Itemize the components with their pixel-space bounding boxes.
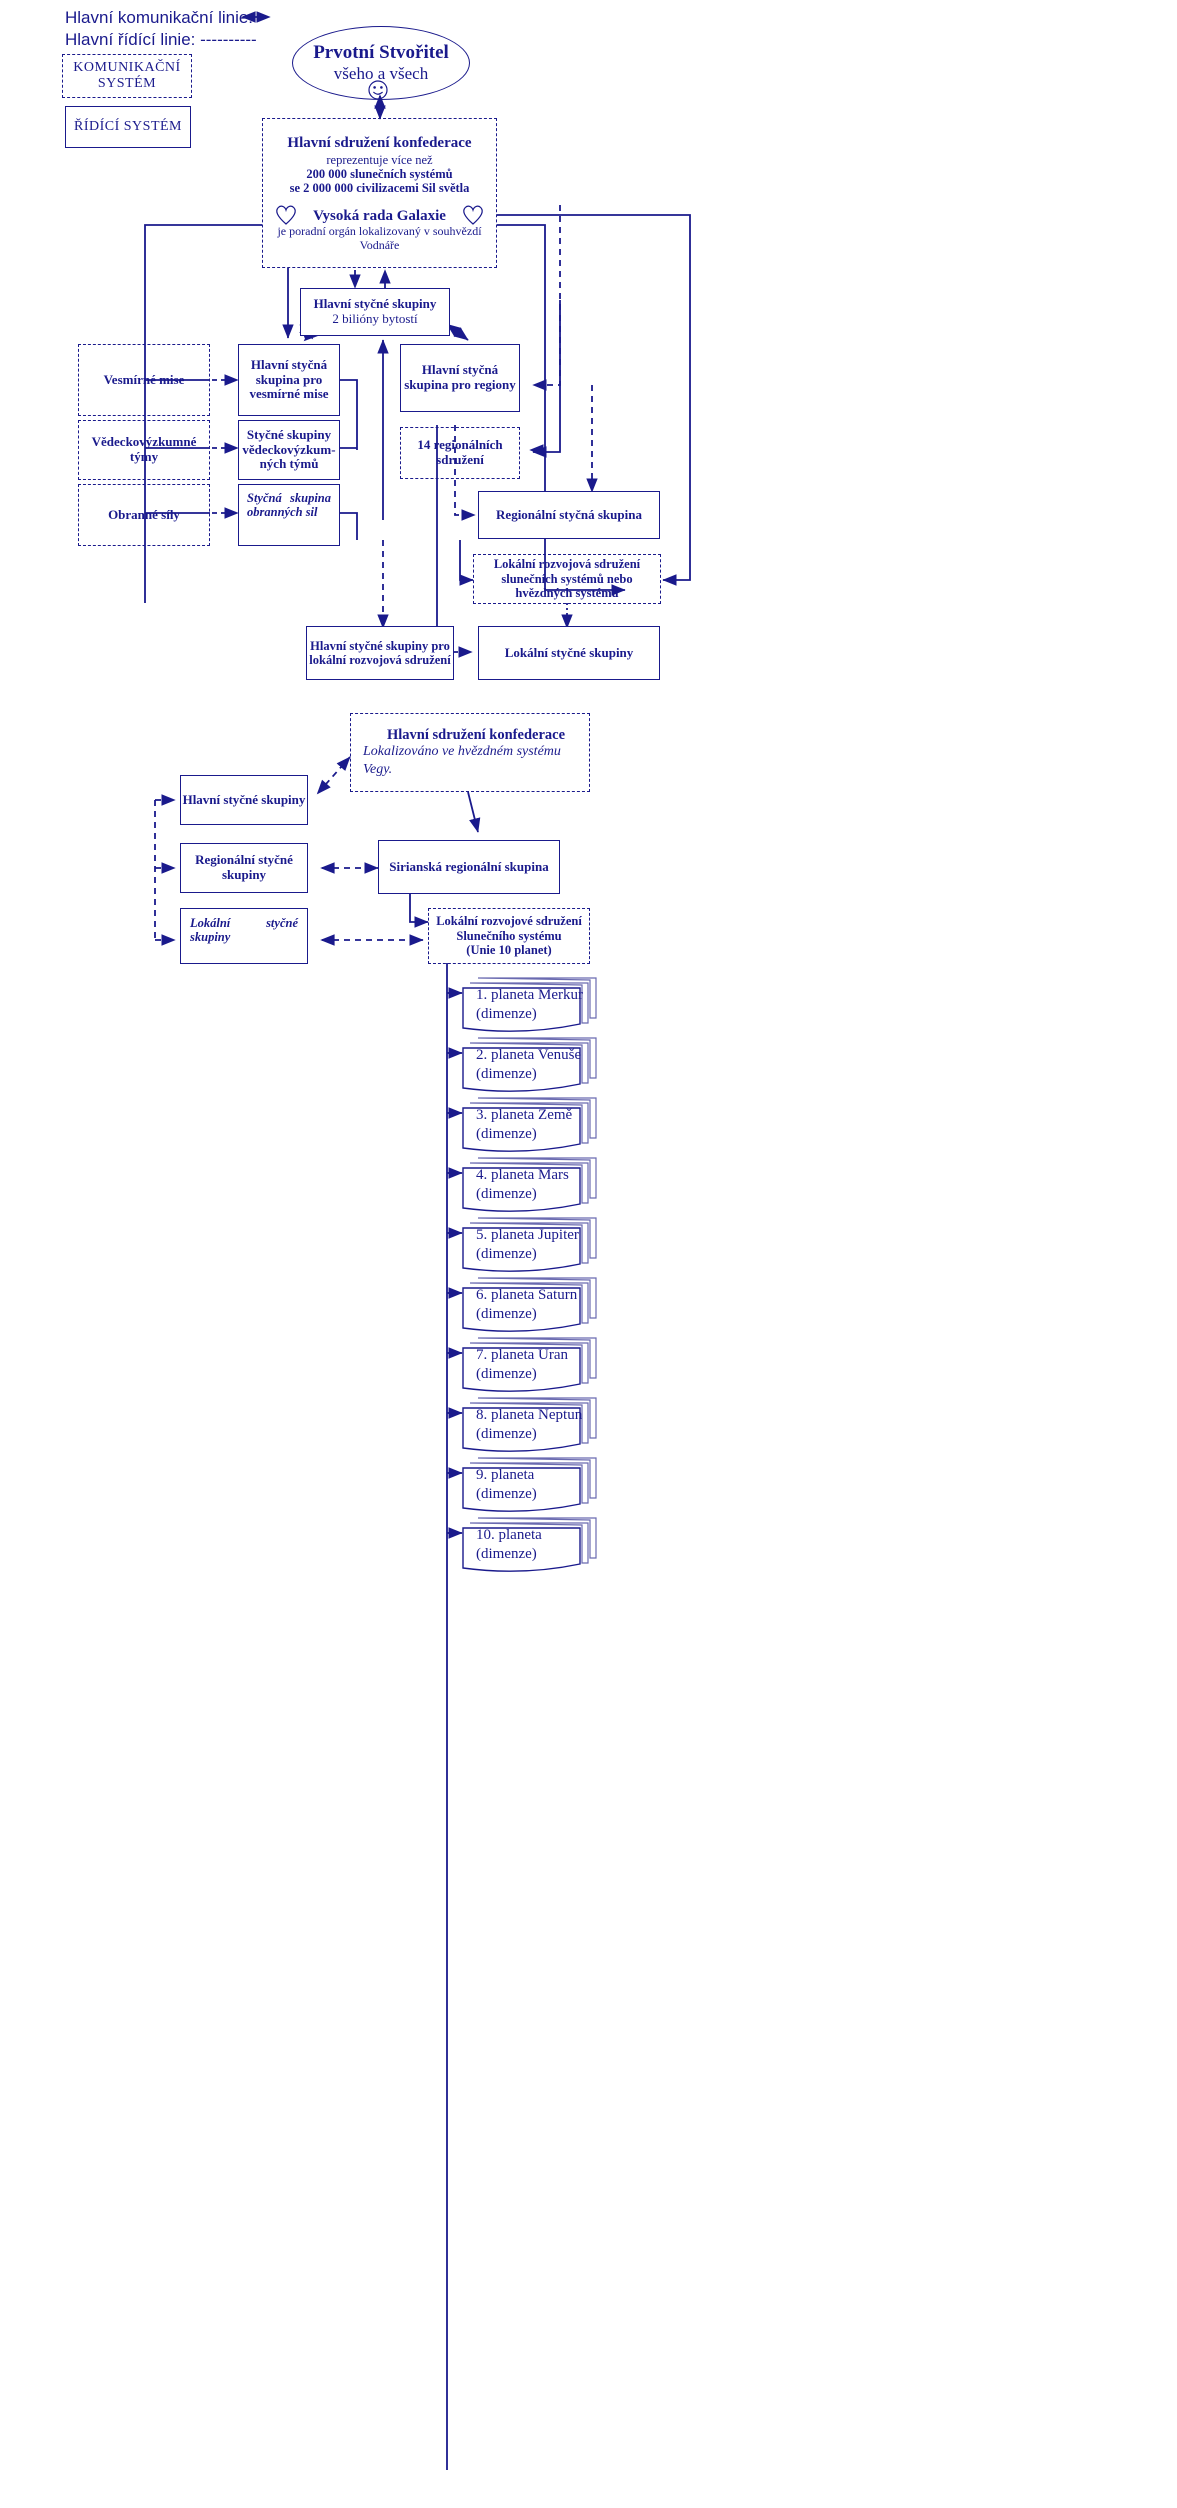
planet-card[interactable]: 3. planeta Země (dimenze) [462, 1094, 600, 1158]
defense-forces-box: Obranné síly [78, 484, 210, 546]
defense-forces-label: Obranné síly [108, 506, 180, 522]
legend-comm-label: Hlavní komunikační linie: [65, 8, 254, 27]
heart-icon-right [463, 205, 483, 225]
planet-card[interactable]: 5. planeta Jupiter (dimenze) [462, 1214, 600, 1278]
solar-system-association-box: Lokální rozvojové sdružení Slunečního sy… [428, 908, 590, 964]
local-liaison-groups-label: Lokální styčné skupiny [504, 644, 634, 660]
planet-card[interactable]: 6. planeta Saturn (dimenze) [462, 1274, 600, 1338]
section2-regional-liaison-label: Regionální styčné skupiny [195, 852, 293, 882]
sirian-regional-group-label: Sirianská regionální skupina [389, 858, 549, 874]
planet-dimension: (dimenze) [476, 1005, 537, 1022]
confederation-line1: reprezentuje více než [326, 152, 433, 167]
main-liaison-groups-box: Hlavní styčné skupiny 2 bilióny bytostí [300, 288, 450, 336]
regional-associations-box: 14 regionálních sdružení [400, 427, 520, 479]
planet-dimension: (dimenze) [476, 1065, 537, 1082]
heart-icon-left [276, 205, 296, 225]
legend-ctrl-line: Hlavní řídící linie: ---------- [65, 30, 257, 50]
space-missions-label: Vesmírné mise [103, 371, 185, 387]
primary-creator-ellipse: Prvotní Stvořitel všeho a všech [292, 26, 470, 100]
solar-assoc-line2: Slunečního systému [456, 928, 562, 943]
legend-comm-line: Hlavní komunikační linie: [65, 8, 253, 28]
planet-name: 7. planeta Uran [476, 1347, 569, 1363]
regional-associations-label: 14 regionálních sdružení [417, 437, 503, 467]
planet-dimension: (dimenze) [476, 1305, 537, 1322]
planet-name: 1. planeta Merkur [476, 987, 584, 1003]
liaison-defense-word2: skupina [290, 491, 331, 505]
liaison-research-teams-label: Styčné skupiny vědeckovýzkum-ných týmů [242, 426, 336, 472]
planet-card[interactable]: 4. planeta Mars (dimenze) [462, 1154, 600, 1218]
primary-creator-title: Prvotní Stvořitel [313, 42, 449, 63]
liaison-space-missions-label: Hlavní styčná skupina pro vesmírné mise [249, 356, 329, 402]
planet-dimension: (dimenze) [476, 1365, 537, 1382]
confederation-title: Hlavní sdružení konfederace [287, 135, 472, 152]
planet-dimension: (dimenze) [476, 1425, 537, 1442]
planet-name: 10. planeta [476, 1527, 542, 1543]
planet-dimension: (dimenze) [476, 1245, 537, 1262]
liaison-defense-word1: Styčná [247, 491, 282, 505]
primary-creator-subtitle: všeho a všech [333, 64, 429, 83]
confederation2-title: Hlavní sdružení konfederace [386, 726, 566, 743]
council-line2: Vodnáře [359, 237, 400, 252]
planet-card[interactable]: 7. planeta Uran (dimenze) [462, 1334, 600, 1398]
solar-assoc-line3: (Unie 10 planet) [466, 943, 552, 958]
planet-name: 6. planeta Saturn [476, 1287, 578, 1303]
planet-name: 2. planeta Venuše [476, 1047, 582, 1063]
planet-name: 3. planeta Země [476, 1107, 573, 1123]
confederation2-box: Hlavní sdružení konfederace Lokalizováno… [350, 713, 590, 792]
confederation-line3: se 2 000 000 civilizacemi Sil světla [289, 181, 470, 196]
main-liaison-local-development-label: Hlavní styčné skupiny pro lokální rozvoj… [309, 638, 451, 667]
liaison-regions-label: Hlavní styčná skupina pro regiony [404, 362, 516, 392]
control-system-label: ŘÍDÍCÍ SYSTÉM [73, 119, 182, 134]
planet-name: 8. planeta Neptun [476, 1407, 583, 1423]
research-teams-box: Vědeckovýzkumné týmy [78, 420, 210, 480]
council-line1: je poradní orgán lokalizovaný v souhvězd… [277, 224, 482, 239]
planet-card[interactable]: 9. planeta (dimenze) [462, 1454, 600, 1518]
main-liaison-line1: Hlavní styčné skupiny [313, 296, 437, 312]
section2-local-liaison-box: Lokální styčné skupiny [180, 908, 308, 964]
planet-name: 5. planeta Jupiter [476, 1227, 579, 1243]
confederation-line2: 200 000 slunečních systémů [306, 167, 453, 182]
planet-card[interactable]: 10. planeta (dimenze) [462, 1514, 600, 1578]
confederation2-note: Lokalizováno ve hvězdném systému Vegy. [363, 744, 561, 777]
control-system-box: ŘÍDÍCÍ SYSTÉM [65, 106, 191, 148]
section2-local-liaison-word1: Lokální [190, 916, 231, 930]
council-title: Vysoká rada Galaxie [313, 207, 446, 224]
legend-ctrl-label: Hlavní řídící linie: ---------- [65, 30, 257, 49]
planet-card[interactable]: 8. planeta Neptun (dimenze) [462, 1394, 600, 1458]
space-missions-box: Vesmírné mise [78, 344, 210, 416]
research-teams-label: Vědeckovýzkumné týmy [91, 434, 197, 464]
liaison-defense-forces-box: Styčná skupina obranných sil [238, 484, 340, 546]
confederation-box: Hlavní sdružení konfederace reprezentuje… [262, 118, 497, 268]
planet-name: 4. planeta Mars [476, 1167, 569, 1183]
regional-liaison-group-box: Regionální styčná skupina [478, 491, 660, 539]
liaison-research-teams-box: Styčné skupiny vědeckovýzkum-ných týmů [238, 420, 340, 480]
liaison-space-missions-box: Hlavní styčná skupina pro vesmírné mise [238, 344, 340, 416]
planet-dimension: (dimenze) [476, 1185, 537, 1202]
communication-system-label: KOMUNIKAČNÍ SYSTÉM [73, 60, 181, 91]
liaison-defense-word3: obranných sil [247, 505, 318, 520]
planet-dimension: (dimenze) [476, 1485, 537, 1502]
local-development-associations-label: Lokální rozvojová sdružení slunečních sy… [493, 557, 641, 601]
section2-main-liaison-label: Hlavní styčné skupiny [182, 791, 306, 807]
section2-regional-liaison-box: Regionální styčné skupiny [180, 843, 308, 893]
local-liaison-groups-box: Lokální styčné skupiny [478, 626, 660, 680]
planet-card[interactable]: 1. planeta Merkur (dimenze) [462, 974, 600, 1038]
main-liaison-local-development-box: Hlavní styčné skupiny pro lokální rozvoj… [306, 626, 454, 680]
planet-dimension: (dimenze) [476, 1545, 537, 1562]
communication-system-box: KOMUNIKAČNÍ SYSTÉM [62, 54, 192, 98]
section2-main-liaison-box: Hlavní styčné skupiny [180, 775, 308, 825]
planet-card[interactable]: 2. planeta Venuše (dimenze) [462, 1034, 600, 1098]
sirian-regional-group-box: Sirianská regionální skupina [378, 840, 560, 894]
regional-liaison-group-label: Regionální styčná skupina [496, 506, 642, 522]
smiley-face-icon [368, 80, 388, 100]
liaison-regions-box: Hlavní styčná skupina pro regiony [400, 344, 520, 412]
main-liaison-line2: 2 bilióny bytostí [332, 311, 418, 326]
planet-name: 9. planeta [476, 1467, 535, 1483]
planet-dimension: (dimenze) [476, 1125, 537, 1142]
local-development-associations-box: Lokální rozvojová sdružení slunečních sy… [473, 554, 661, 604]
section2-local-liaison-word3: skupiny [190, 930, 231, 945]
section2-local-liaison-word2: styčné [266, 916, 298, 930]
solar-assoc-line1: Lokální rozvojové sdružení [436, 914, 582, 929]
